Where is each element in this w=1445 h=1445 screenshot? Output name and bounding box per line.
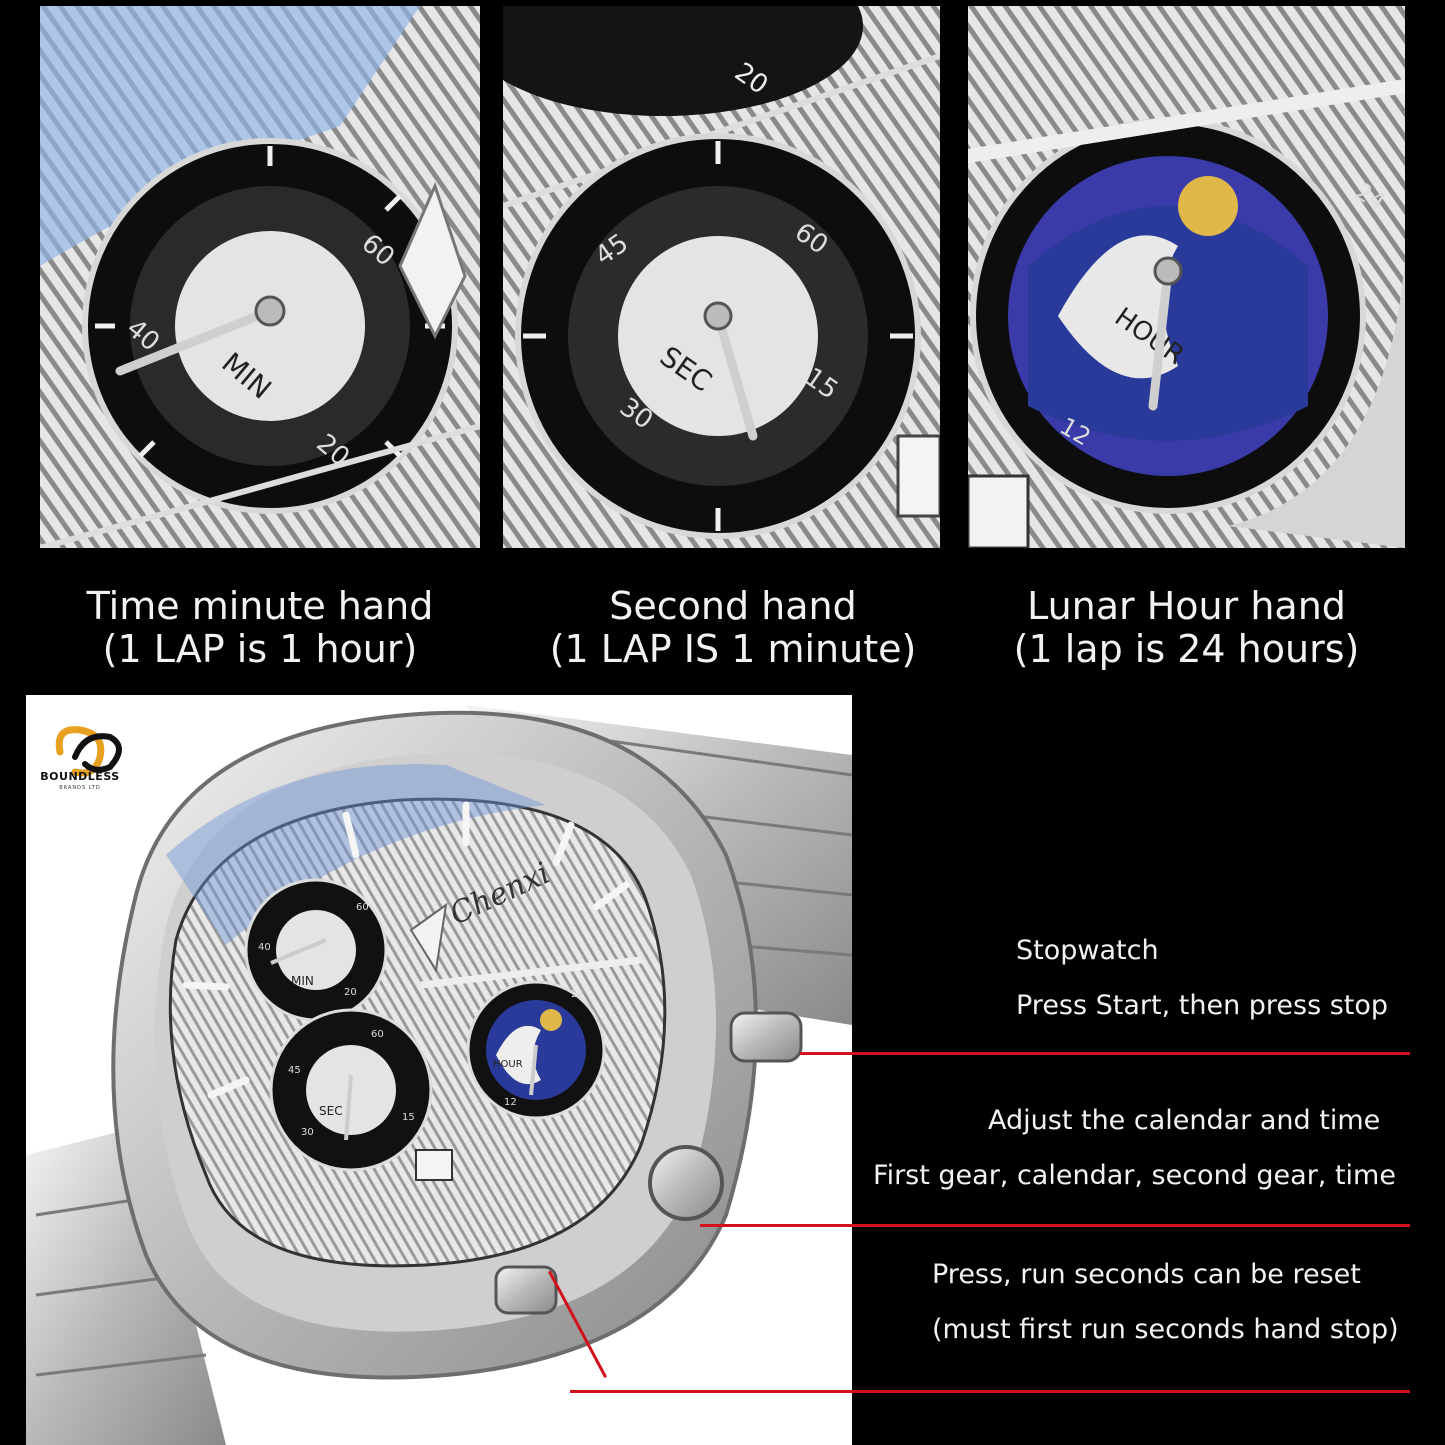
reset-detail: (must first run seconds hand stop) xyxy=(932,1314,1399,1345)
hero-sec-30: 30 xyxy=(301,1127,314,1138)
second-hand-closeup: 20 60 45 30 15 SEC xyxy=(503,6,940,548)
hero-min-label: MIN xyxy=(291,974,314,988)
minute-dial-illustration: 60 40 20 MIN xyxy=(40,6,480,548)
hero-sec-45: 45 xyxy=(288,1065,301,1076)
hero-sec-15: 15 xyxy=(402,1112,415,1123)
lunar-hour-caption-title: Lunar Hour hand xyxy=(1027,584,1346,628)
reset-title: Press, run seconds can be reset xyxy=(932,1259,1361,1290)
hero-hour-label: HOUR xyxy=(493,1059,523,1070)
second-dial-illustration: 20 60 45 30 15 SEC xyxy=(503,6,940,548)
reset-pusher xyxy=(494,1265,558,1315)
second-hand-caption-detail: (1 LAP IS 1 minute) xyxy=(549,627,917,671)
adjust-detail: First gear, calendar, second gear, time xyxy=(873,1160,1396,1191)
minute-hand-closeup: 60 40 20 MIN xyxy=(40,6,480,548)
adjust-pointer-line xyxy=(700,1224,1410,1227)
stopwatch-pusher xyxy=(729,1011,803,1063)
logo-wordmark: BOUNDLESS xyxy=(40,770,120,783)
lunar-hour-caption: Lunar Hour hand (1 lap is 24 hours) xyxy=(968,585,1405,671)
crown xyxy=(648,1145,724,1221)
second-hand-caption-title: Second hand xyxy=(609,584,857,628)
lunar-hour-caption-detail: (1 lap is 24 hours) xyxy=(1013,627,1360,671)
hero-hour-12: 12 xyxy=(504,1097,517,1108)
watch-hero-image: Chenxi MIN 60 40 20 SEC 60 45 30 15 HOUR… xyxy=(26,695,852,1445)
hero-min-20: 20 xyxy=(344,987,357,998)
hero-sec-60: 60 xyxy=(371,1029,384,1040)
stopwatch-detail: Press Start, then press stop xyxy=(1016,990,1389,1021)
hero-min-60: 60 xyxy=(356,902,369,913)
lunar-dial-illustration: 24 12 HOUR xyxy=(968,6,1405,548)
watch-illustration: Chenxi MIN 60 40 20 SEC 60 45 30 15 HOUR… xyxy=(26,705,852,1445)
minute-hand-caption-detail: (1 LAP is 1 hour) xyxy=(102,627,418,671)
second-hand-caption: Second hand (1 LAP IS 1 minute) xyxy=(503,585,963,671)
stopwatch-pointer-line xyxy=(800,1052,1410,1055)
reset-pointer-line xyxy=(570,1390,1410,1393)
boundless-logo xyxy=(55,726,122,777)
minute-hand-caption-title: Time minute hand xyxy=(86,584,434,628)
hero-hour-24: 24 xyxy=(571,989,584,1000)
lunar-hour-closeup: 24 12 HOUR xyxy=(968,6,1405,548)
hero-min-40: 40 xyxy=(258,942,271,953)
hero-sec-label: SEC xyxy=(319,1104,343,1118)
minute-hand-caption: Time minute hand (1 LAP is 1 hour) xyxy=(40,585,480,671)
adjust-title: Adjust the calendar and time xyxy=(988,1105,1381,1136)
stopwatch-title: Stopwatch xyxy=(1016,935,1159,966)
logo-subtitle: BRANDS LTD xyxy=(59,785,101,791)
